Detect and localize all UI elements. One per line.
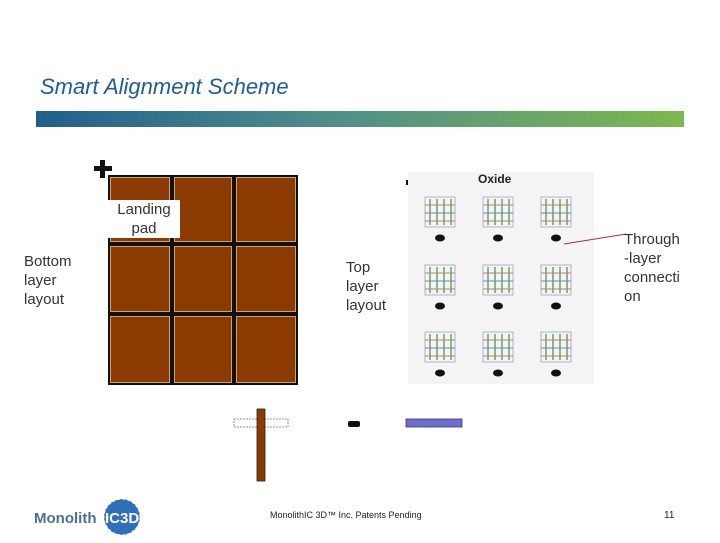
oxide-label: Oxide	[478, 172, 512, 186]
top-layer-devices	[424, 196, 572, 378]
svg-text:IC3D: IC3D	[105, 510, 139, 527]
landing-pad	[236, 316, 296, 383]
page-number: 11	[664, 510, 675, 521]
cross-section-legend	[233, 408, 463, 482]
company-logo: Monolith IC3D	[34, 498, 164, 538]
landing-pad	[174, 316, 232, 383]
through-layer-leader-line	[563, 233, 627, 245]
alignment-mark-icon	[94, 160, 112, 178]
landing-pad	[174, 177, 232, 242]
footer-text: MonolithIC 3D™ Inc. Patents Pending	[270, 510, 422, 520]
through-layer-label: Through -layer connecti on	[624, 231, 680, 305]
oxide-panel	[408, 172, 594, 384]
svg-text:Monolith: Monolith	[34, 510, 96, 527]
monolithic-3d-logo-icon: Monolith IC3D	[34, 498, 141, 536]
landing-pad	[110, 316, 170, 383]
top-layer-label: Top layer layout	[346, 259, 387, 314]
landing-pad	[236, 246, 296, 312]
slide-title: Smart Alignment Scheme	[40, 74, 289, 99]
landing-pad	[174, 246, 232, 312]
landing-pad-label: Landing pad	[108, 200, 180, 238]
title-underline-bar	[36, 111, 684, 127]
landing-pad	[110, 246, 170, 312]
bottom-layer-label: Bottom layer layout	[24, 253, 72, 308]
landing-pad	[236, 177, 296, 242]
